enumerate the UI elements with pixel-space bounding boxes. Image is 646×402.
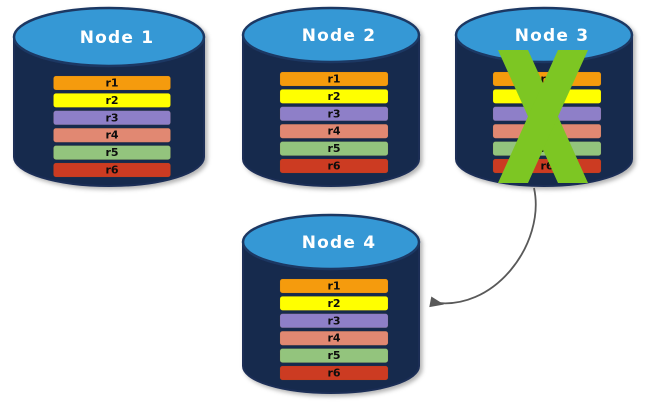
node-label: Node 2 <box>302 26 377 46</box>
record-row-label: r6 <box>327 367 340 380</box>
record-row-r4[interactable]: r4 <box>279 330 389 346</box>
record-row-label: r3 <box>105 111 118 124</box>
record-row-fill <box>279 365 389 381</box>
record-row-label: r2 <box>327 297 340 310</box>
record-row-fill <box>279 296 389 311</box>
record-row-fill <box>279 89 389 104</box>
failure-mark-layer <box>498 50 588 183</box>
record-row-fill <box>279 348 389 363</box>
record-row-fill <box>53 75 171 91</box>
connector-layer <box>429 187 537 308</box>
record-row-fill <box>279 313 389 329</box>
record-row-fill <box>279 123 389 139</box>
record-row-label: r1 <box>105 77 118 90</box>
record-row-fill <box>279 158 389 174</box>
record-row-fill <box>279 106 389 122</box>
record-row-label: r2 <box>327 90 340 103</box>
cylinder-top-ellipse <box>12 6 206 68</box>
record-row-r5[interactable]: r5 <box>53 145 171 160</box>
record-row-r5[interactable]: r5 <box>279 141 389 156</box>
record-row-label: r3 <box>327 107 340 120</box>
record-row-label: r5 <box>327 349 340 362</box>
cylinder-top-ellipse <box>454 6 634 64</box>
record-row-r2[interactable]: r2 <box>53 93 171 108</box>
record-row-r1[interactable]: r1 <box>279 278 389 294</box>
node-4-cylinder[interactable]: Node 4 r1 r2 r3 r4 r5 r6 <box>241 213 421 394</box>
record-row-label: r1 <box>327 280 340 293</box>
record-row-fill <box>279 330 389 346</box>
record-row-label: r5 <box>105 146 118 159</box>
node-label: Node 1 <box>80 28 155 48</box>
node-label: Node 4 <box>302 233 377 253</box>
record-row-label: r3 <box>327 314 340 327</box>
record-row-r1[interactable]: r1 <box>53 75 171 91</box>
record-row-fill <box>53 127 171 143</box>
record-row-r2[interactable]: r2 <box>279 89 389 104</box>
record-row-label: r1 <box>327 73 340 86</box>
record-row-r3[interactable]: r3 <box>279 106 389 122</box>
node-1-cylinder[interactable]: Node 1 r1 r2 r3 r4 r5 r6 <box>12 6 206 187</box>
record-row-fill <box>279 71 389 87</box>
record-row-r5[interactable]: r5 <box>279 348 389 363</box>
failure-x-stroke-b <box>498 50 588 183</box>
record-row-r3[interactable]: r3 <box>279 313 389 329</box>
record-row-fill <box>279 278 389 294</box>
cylinder-top-ellipse <box>241 213 421 271</box>
record-row-r4[interactable]: r4 <box>53 127 171 143</box>
record-row-fill <box>53 110 171 126</box>
record-row-r3[interactable]: r3 <box>53 110 171 126</box>
record-row-fill <box>279 141 389 156</box>
record-row-fill <box>53 162 171 178</box>
record-row-r6[interactable]: r6 <box>279 158 389 174</box>
failure-x-mark <box>498 50 588 183</box>
record-row-r6[interactable]: r6 <box>53 162 171 178</box>
record-row-label: r4 <box>327 125 340 138</box>
record-row-label: r4 <box>105 129 118 142</box>
record-row-r6[interactable]: r6 <box>279 365 389 381</box>
record-row-fill <box>53 93 171 108</box>
record-row-r2[interactable]: r2 <box>279 296 389 311</box>
node-label: Node 3 <box>515 26 590 46</box>
record-row-label: r6 <box>105 164 118 177</box>
record-row-fill <box>53 145 171 160</box>
record-row-r4[interactable]: r4 <box>279 123 389 139</box>
record-row-label: r6 <box>327 160 340 173</box>
replication-arrow <box>429 187 537 308</box>
node-2-cylinder[interactable]: Node 2 r1 r2 r3 r4 r5 r6 <box>241 6 421 187</box>
cylinder-top-ellipse <box>241 6 421 64</box>
record-row-label: r5 <box>327 142 340 155</box>
record-row-r1[interactable]: r1 <box>279 71 389 87</box>
record-row-label: r2 <box>105 94 118 107</box>
record-row-label: r4 <box>327 332 340 345</box>
